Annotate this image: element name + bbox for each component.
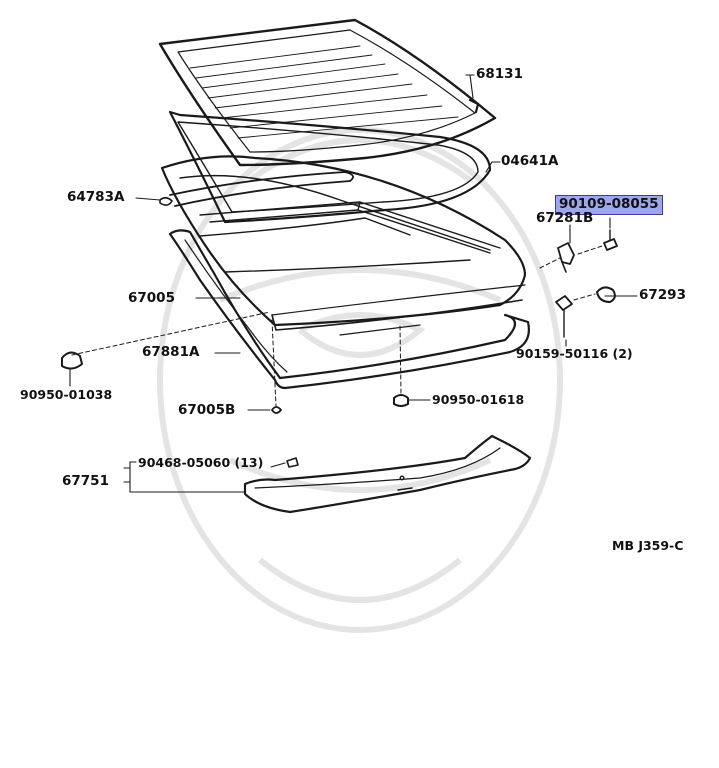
part-label-67293[interactable]: 67293 bbox=[639, 287, 686, 303]
bumper-67293 bbox=[596, 286, 616, 303]
cushion-90950-01038 bbox=[61, 351, 83, 370]
clip-67281B bbox=[557, 242, 575, 273]
diagram-code: MB J359-C bbox=[612, 538, 684, 553]
weatherstrip-04641A bbox=[168, 110, 492, 224]
leader-lines bbox=[69, 74, 638, 493]
part-label-68131[interactable]: 68131 bbox=[476, 66, 523, 82]
part-label-64783A[interactable]: 64783A bbox=[67, 189, 125, 205]
cushion-90950-01618 bbox=[393, 394, 409, 407]
screw-90109-08055 bbox=[603, 229, 618, 251]
grommet-67005B bbox=[271, 406, 282, 414]
clip-90468-05060 bbox=[286, 457, 299, 468]
part-label-67751[interactable]: 67751 bbox=[62, 473, 109, 489]
trim-board-67751 bbox=[243, 434, 532, 514]
part-label-90159-50116[interactable]: 90159-50116 (2) bbox=[516, 346, 633, 361]
bolt-90159-50116 bbox=[555, 295, 573, 338]
watermark-emblem bbox=[157, 127, 563, 633]
part-label-67005B[interactable]: 67005B bbox=[178, 402, 236, 418]
part-label-90950-01038[interactable]: 90950-01038 bbox=[20, 387, 113, 402]
moulding-64783A bbox=[159, 171, 354, 207]
part-label-90468-05060[interactable]: 90468-05060 (13) bbox=[138, 455, 264, 470]
alignment-lines bbox=[71, 245, 603, 407]
part-label-90109-08055-highlighted[interactable]: 90109-08055 bbox=[555, 195, 663, 215]
part-label-67005[interactable]: 67005 bbox=[128, 290, 175, 306]
part-label-90950-01618[interactable]: 90950-01618 bbox=[432, 392, 525, 407]
part-label-67281B[interactable]: 67281B bbox=[536, 210, 594, 226]
part-label-04641A[interactable]: 04641A bbox=[501, 153, 559, 169]
part-label-67881A[interactable]: 67881A bbox=[142, 344, 200, 360]
back-door-panel-67005 bbox=[160, 155, 527, 336]
